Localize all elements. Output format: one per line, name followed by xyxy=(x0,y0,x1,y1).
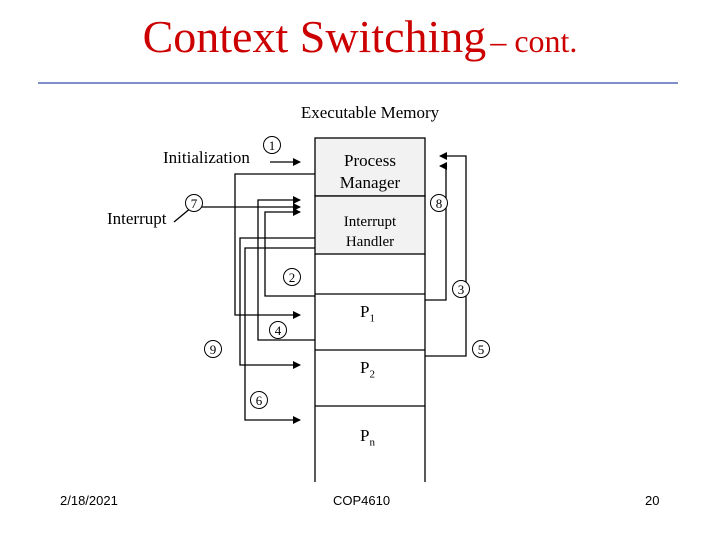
process-manager-label: Process Manager xyxy=(339,151,401,192)
pn-label-base: P xyxy=(360,426,370,445)
p1-label-base: P xyxy=(360,302,370,321)
p1-label-sub: 1 xyxy=(369,312,375,325)
footer-date: 2/18/2021 xyxy=(60,493,118,508)
step-3-marker: 3 xyxy=(452,280,470,298)
p2-label-base: P xyxy=(360,358,370,377)
flow-pm-to-p1 xyxy=(234,173,315,319)
slide-title: Context Switching – cont. xyxy=(0,10,720,63)
process-manager-block xyxy=(314,137,426,197)
footer-course: COP4610 xyxy=(333,493,391,508)
step-9-marker: 9 xyxy=(204,340,222,358)
p2-label-sub: 2 xyxy=(369,368,375,381)
flow-p2-to-ih xyxy=(257,196,315,341)
step-2-marker: 2 xyxy=(283,268,301,286)
p1-label: P1 xyxy=(360,302,375,324)
step-1-marker: 1 xyxy=(263,136,281,154)
step-6-marker: 6 xyxy=(250,391,268,409)
title-main: Context Switching xyxy=(142,11,487,62)
step-8-marker: 8 xyxy=(430,194,448,212)
memory-column xyxy=(314,137,426,482)
flow-p1-to-pm xyxy=(425,162,447,301)
memory-heading: Executable Memory xyxy=(300,103,440,122)
p2-label: P2 xyxy=(360,358,375,380)
step-4-marker: 4 xyxy=(269,321,287,339)
interrupt-handler-label: Interrupt Handler xyxy=(343,214,397,250)
title-sub: – cont. xyxy=(490,23,578,59)
interrupt-label: Interrupt xyxy=(107,209,167,228)
footer-page-number: 20 xyxy=(645,493,660,508)
step-5-marker: 5 xyxy=(472,340,490,358)
flow-p1-to-ih xyxy=(264,208,315,297)
right-flows xyxy=(425,152,467,357)
step-7-marker: 7 xyxy=(185,194,203,212)
initialization-label: Initialization xyxy=(163,148,250,167)
pn-label-sub: n xyxy=(369,436,375,449)
title-divider xyxy=(38,82,678,84)
pn-label: Pn xyxy=(360,426,375,448)
flow-ih-to-pn xyxy=(244,247,315,424)
interrupt-handler-block xyxy=(314,195,426,255)
flow-p2-to-pm xyxy=(425,152,467,357)
flow-ih-to-p2 xyxy=(239,237,315,369)
